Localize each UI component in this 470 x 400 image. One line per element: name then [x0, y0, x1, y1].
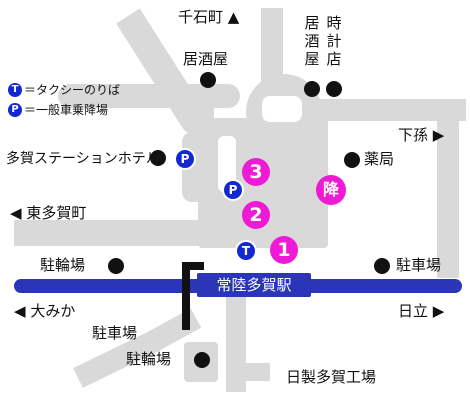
station-name-sign: 常陸多賀駅 — [197, 273, 311, 297]
landmark-izakaya-2-dot — [304, 81, 320, 97]
hotel-parking-icon: P — [176, 150, 194, 168]
stop-2-marker: 2 — [242, 201, 270, 229]
arrow-up-icon: ▲ — [227, 8, 240, 26]
landmark-pharmacy-dot — [344, 152, 360, 168]
direction-west-upper-label: ◀ 東多賀町 — [10, 204, 86, 222]
direction-east-upper-text: 下孫 — [398, 126, 429, 144]
arrow-right-icon-lower: ▶ — [432, 302, 445, 320]
landmark-bicycle-parking-west-dot — [108, 258, 124, 274]
direction-north-text: 千石町 — [178, 8, 224, 26]
arrow-left-icon: ◀ — [10, 204, 22, 222]
direction-north-label: 千石町 ▲ — [178, 8, 239, 26]
plaza-taxi-icon: T — [237, 242, 255, 260]
legend-taxi-icon: T — [8, 83, 22, 97]
landmark-factory-label: 日製多賀工場 — [286, 368, 377, 386]
direction-east-lower-label: 日立 ▶ — [398, 302, 444, 320]
landmark-parking-south-label: 駐車場 — [92, 324, 138, 342]
landmark-izakaya-dot — [200, 72, 216, 88]
landmark-clock-shop-dot — [326, 81, 342, 97]
road-southwest-diagonal — [73, 308, 202, 388]
plaza-left-arm — [182, 132, 208, 202]
arrow-right-icon: ▶ — [432, 126, 445, 144]
landmark-izakaya-label: 居酒屋 — [183, 50, 229, 68]
roundabout-center — [262, 96, 302, 122]
legend-taxi-label: ＝タクシーのりば — [24, 83, 121, 97]
direction-west-lower-text: 大みか — [30, 302, 76, 320]
stop-3-marker: 3 — [242, 158, 270, 186]
direction-west-lower-label: ◀ 大みか — [14, 302, 75, 320]
arrow-left-icon-lower: ◀ — [14, 302, 26, 320]
landmark-hotel-dot — [150, 150, 166, 166]
stop-1-marker: 1 — [270, 236, 298, 264]
landmark-clock-shop-label: 時計店 — [326, 14, 342, 68]
landmark-bicycle-parking-south-dot — [194, 352, 210, 368]
legend-parking-icon: P — [8, 103, 22, 117]
alight-point-marker: 降 — [316, 175, 346, 205]
station-entrance-wall — [182, 262, 204, 330]
direction-west-upper-text: 東多賀町 — [26, 204, 87, 222]
landmark-bicycle-parking-west-label: 駐輪場 — [40, 256, 86, 274]
landmark-hotel-label: 多賀ステーションホテル — [6, 151, 160, 167]
landmark-parking-east-dot — [374, 258, 390, 274]
legend-parking-label: ＝一般車乗降場 — [24, 103, 109, 117]
plaza-island — [218, 136, 236, 192]
direction-east-upper-label: 下孫 ▶ — [398, 126, 444, 144]
landmark-bicycle-parking-south-label: 駐輪場 — [126, 350, 172, 368]
plaza-parking-icon: P — [224, 181, 242, 199]
landmark-parking-east-label: 駐車場 — [396, 256, 442, 274]
landmark-pharmacy-label: 薬局 — [364, 150, 395, 168]
landmark-izakaya-2-label: 居酒屋 — [304, 14, 320, 68]
direction-east-lower-text: 日立 — [398, 302, 429, 320]
